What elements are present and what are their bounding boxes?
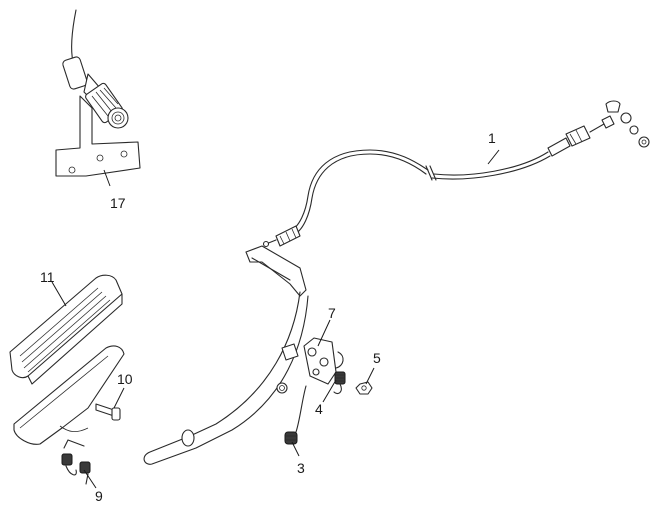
part-10-bolt <box>95 403 121 421</box>
callout-labels: 1 3 4 5 7 9 10 11 17 <box>40 130 496 504</box>
callout-3: 3 <box>297 460 305 476</box>
part-5-nut <box>355 381 373 395</box>
leader-9 <box>83 469 97 489</box>
cable-left-run <box>287 149 429 233</box>
leader-1 <box>487 149 500 165</box>
part-1-throttle-cable <box>262 100 650 248</box>
leader-17 <box>103 169 111 187</box>
callout-1: 1 <box>488 130 496 146</box>
leader-11 <box>51 281 67 307</box>
pedal-lever <box>13 345 125 445</box>
mounting-bracket <box>55 95 141 177</box>
part-7-stop-bracket <box>303 337 344 385</box>
sensor-body <box>62 56 88 90</box>
sensor-wire <box>71 9 77 63</box>
callout-9: 9 <box>95 488 103 504</box>
callout-leaders <box>51 149 500 489</box>
cable-right-run <box>433 151 549 176</box>
part-17-sensor-bracket <box>55 9 141 177</box>
leader-4 <box>322 379 337 403</box>
callout-5: 5 <box>373 350 381 366</box>
part-9-springs <box>61 439 91 485</box>
leader-10 <box>113 387 125 409</box>
cable-break-mark <box>425 165 437 181</box>
leader-3 <box>291 441 300 457</box>
callout-10: 10 <box>117 371 133 387</box>
pedal-arm <box>143 245 309 465</box>
callout-17: 17 <box>110 195 126 211</box>
part-4-spring <box>333 371 346 395</box>
callout-11: 11 <box>40 269 55 285</box>
pedal-arm-top <box>245 245 307 297</box>
callout-7: 7 <box>328 305 336 321</box>
callout-4: 4 <box>315 401 323 417</box>
pedal-arm-boss <box>181 429 195 447</box>
leader-5 <box>365 367 375 385</box>
part-3-return-spring <box>284 385 307 445</box>
part-11-pedal-pad <box>9 274 123 385</box>
leader-7 <box>317 319 331 347</box>
